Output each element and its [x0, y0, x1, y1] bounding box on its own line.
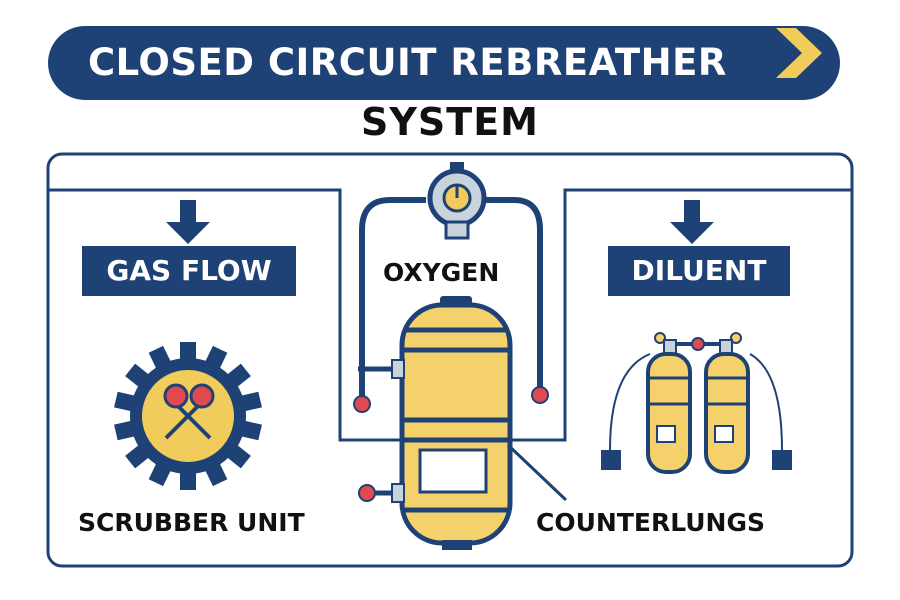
oxygen-label: OXYGEN — [383, 258, 500, 287]
oxygen-cylinder-icon — [358, 296, 513, 550]
counterlungs-label: COUNTERLUNGS — [536, 508, 765, 537]
arrow-down-icon — [670, 200, 714, 244]
oxygen-hose — [359, 197, 543, 400]
gas-flow-label: GAS FLOW — [82, 246, 296, 296]
page-subtitle: SYSTEM — [361, 100, 539, 144]
title-banner: CLOSED CIRCUIT REBREATHER — [48, 26, 840, 100]
diluent-cylinders-icon — [601, 332, 792, 474]
chevron-right-icon — [776, 28, 822, 78]
scrubber-unit-label: SCRUBBER UNIT — [78, 508, 305, 537]
gauge-icon — [427, 162, 487, 240]
gear-icon — [114, 342, 262, 490]
arrow-down-icon — [166, 200, 210, 244]
diluent-label: DILUENT — [608, 246, 790, 296]
page-title: CLOSED CIRCUIT REBREATHER — [88, 41, 727, 84]
